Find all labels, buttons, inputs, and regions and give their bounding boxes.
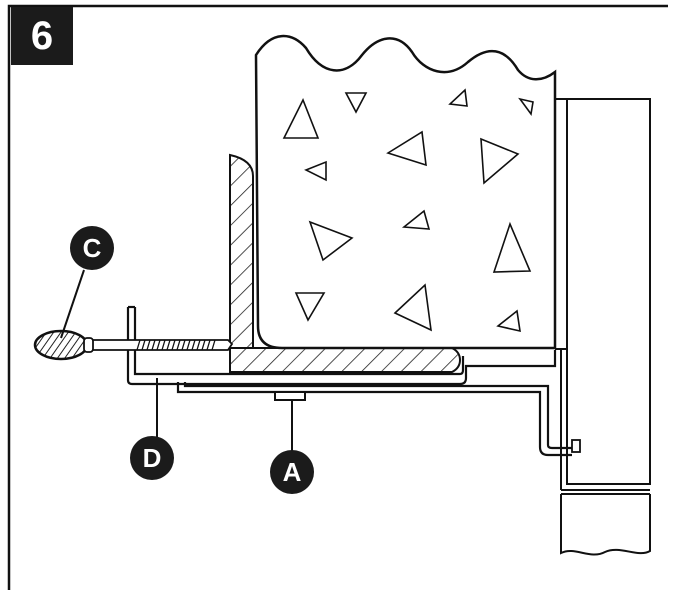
fastener xyxy=(274,391,306,401)
concrete-mass xyxy=(254,34,557,350)
nail xyxy=(33,329,234,361)
wall-framing xyxy=(555,98,651,556)
step-number-badge: 6 xyxy=(11,7,73,65)
frame-border xyxy=(7,4,668,590)
bracket-channel xyxy=(126,307,557,386)
form-board-horizontal xyxy=(229,347,462,373)
callout-c: C xyxy=(70,226,114,270)
flashing-angle xyxy=(176,382,572,457)
form-board-vertical xyxy=(229,153,254,349)
callout-a: A xyxy=(270,450,314,494)
callout-d: D xyxy=(130,436,174,480)
concrete-aggregate xyxy=(282,88,534,333)
leader-c xyxy=(60,269,85,339)
